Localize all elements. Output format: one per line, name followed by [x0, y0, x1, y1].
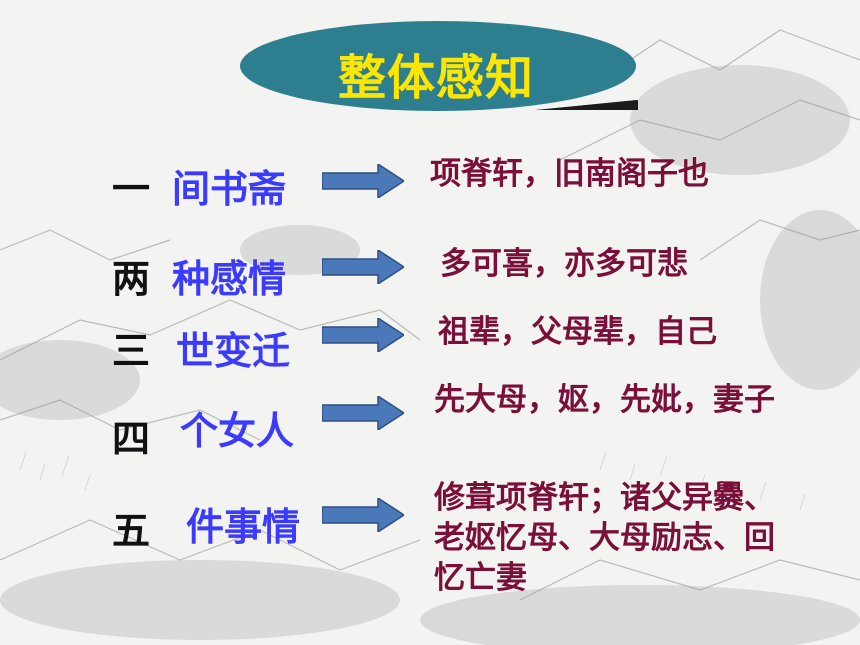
row-description: 多可喜，亦多可悲: [440, 246, 688, 282]
row-number: 五: [112, 509, 151, 553]
list-item: 五 件事情 修葺项脊轩；诸父异爨、老妪忆母、大母励志、回忆亡妻: [0, 478, 860, 618]
row-topic: 间书斋: [172, 167, 287, 211]
list-item: 三 世变迁 祖辈，父母辈，自己: [0, 310, 860, 400]
row-description: 修葺项脊轩；诸父异爨、老妪忆母、大母励志、回忆亡妻: [434, 480, 775, 596]
row-number: 三: [112, 329, 151, 373]
row-topic: 件事情: [186, 505, 301, 549]
row-description: 祖辈，父母辈，自己: [438, 314, 717, 350]
row-topic: 世变迁: [176, 329, 291, 373]
title-banner: 整体感知: [236, 16, 646, 116]
title-ellipse-shape: [240, 21, 638, 111]
right-arrow-icon: [322, 318, 404, 352]
row-number: 一: [112, 167, 151, 211]
right-arrow-icon: [322, 396, 404, 430]
right-arrow-icon: [322, 498, 404, 532]
right-arrow-icon: [322, 250, 404, 284]
row-topic: 个女人: [180, 409, 295, 453]
list-item: 两 种感情 多可喜，亦多可悲: [0, 240, 860, 330]
row-number: 两: [112, 257, 151, 301]
list-item: 一 间书斋 项脊轩，旧南阁子也: [0, 148, 860, 238]
page-title: 整体感知: [337, 50, 534, 106]
row-topic: 种感情: [172, 257, 287, 301]
row-description: 项脊轩，旧南阁子也: [430, 156, 709, 192]
row-description: 先大母，妪，先妣，妻子: [434, 382, 775, 418]
list-item: 四 个女人 先大母，妪，先妣，妻子: [0, 380, 860, 470]
row-number: 四: [112, 417, 151, 461]
right-arrow-icon: [322, 164, 404, 198]
